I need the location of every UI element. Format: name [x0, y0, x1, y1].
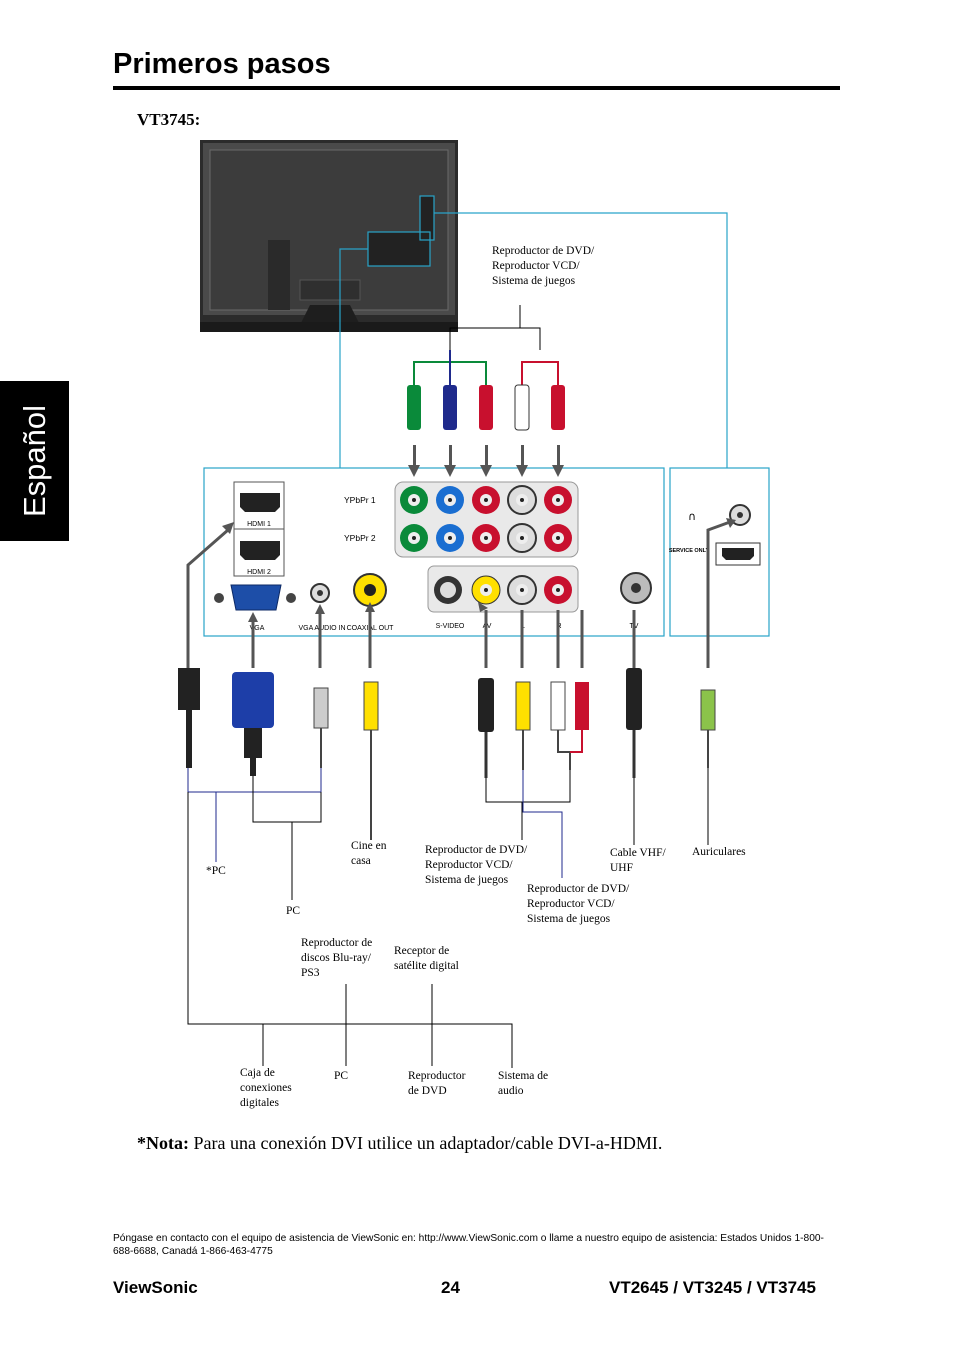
callout-line: Sistema de juegos	[425, 874, 509, 886]
side-panel-ports: ∩	[688, 504, 761, 566]
callout-line: discos Blu-ray/	[301, 952, 371, 964]
title-rule	[113, 86, 840, 90]
callout-auriculares: Auriculares	[692, 846, 746, 858]
callout-line: Reproductor VCD/	[492, 260, 580, 272]
language-side-tab: Español	[0, 381, 69, 541]
connection-diagram: HDMI 1 HDMI 2 VGA VGA AUDIO IN COAXIAL O…	[178, 140, 770, 1068]
callout-pc-bottom: PC	[334, 1070, 349, 1082]
callout-cable: Cable VHF/ UHF	[610, 846, 666, 876]
bottom-connectors	[178, 518, 736, 840]
model-label: VT3745:	[137, 110, 201, 129]
callout-pc: PC	[286, 905, 301, 917]
callout-audio: Sistema de audio	[498, 1069, 548, 1099]
callout-dvd-bottom: Reproductor de DVD	[408, 1069, 465, 1099]
callout-line: Sistema de juegos	[492, 275, 576, 287]
callout-line: satélite digital	[394, 960, 459, 972]
callout-dvd-top: Reproductor de DVD/ Reproductor VCD/ Sis…	[492, 244, 594, 289]
callout-line: Sistema de	[498, 1070, 549, 1082]
svg-text:∩: ∩	[688, 510, 696, 523]
callout-pc-star: *PC	[206, 865, 226, 877]
support-contact: Póngase en contacto con el equipo de asi…	[113, 1233, 824, 1257]
top-arrows	[408, 445, 564, 477]
hdmi-ports	[233, 481, 285, 577]
page-title: Primeros pasos	[113, 48, 331, 80]
side-input-panel	[669, 467, 770, 637]
callout-dvd-low: Reproductor de DVD/ Reproductor VCD/ Sis…	[527, 882, 629, 927]
vga-port	[214, 583, 330, 611]
footer-brand: ViewSonic	[113, 1278, 198, 1297]
coaxial-out-port	[353, 573, 387, 607]
callout-dvd-mid: Reproductor de DVD/ Reproductor VCD/ Sis…	[425, 843, 527, 888]
callout-line: Reproductor de DVD/	[492, 245, 595, 257]
callout-caja: Caja de conexiones digitales	[240, 1066, 292, 1111]
hdmi2-label: HDMI 2	[247, 569, 271, 576]
vga-audio-label: VGA AUDIO IN	[298, 625, 345, 632]
callout-line: Reproductor	[408, 1070, 466, 1082]
svideo-label: S-VIDEO	[436, 623, 465, 630]
hdmi1-label: HDMI 1	[247, 521, 271, 528]
note-text: Para una conexión DVI utilice un adaptad…	[189, 1133, 663, 1153]
callout-line: conexiones	[240, 1082, 292, 1094]
callout-line: Cine en	[351, 840, 387, 852]
callout-line: Reproductor de	[301, 937, 373, 949]
callout-satellite: Receptor de satélite digital	[394, 944, 459, 974]
callout-line: digitales	[240, 1097, 279, 1109]
component-cables	[407, 305, 565, 431]
callout-line: Reproductor de DVD/	[425, 844, 528, 856]
ypbpr1-label: YPbPr 1	[344, 495, 376, 505]
footer-page-number: 24	[441, 1278, 460, 1297]
callout-line: Reproductor VCD/	[527, 898, 615, 910]
callout-cine: Cine en casa	[351, 839, 386, 869]
av-jacks	[427, 565, 652, 613]
callout-line: UHF	[610, 862, 634, 874]
bracket-lines	[187, 768, 709, 1068]
callout-line: casa	[351, 855, 371, 867]
callout-line: Caja de	[240, 1067, 275, 1079]
tv-rear-illustration	[200, 140, 458, 332]
callout-line: PS3	[301, 967, 320, 979]
leader-lines	[339, 195, 728, 468]
callout-line: de DVD	[408, 1085, 447, 1097]
ypbpr-jacks	[394, 481, 579, 558]
note-bold: *Nota:	[137, 1133, 189, 1153]
callout-line: Reproductor VCD/	[425, 859, 513, 871]
ypbpr2-label: YPbPr 2	[344, 533, 376, 543]
footer-models: VT2645 / VT3245 / VT3745	[609, 1278, 816, 1297]
callout-line: Reproductor de DVD/	[527, 883, 630, 895]
callout-line: Receptor de	[394, 945, 450, 957]
callout-bluray: Reproductor de discos Blu-ray/ PS3	[301, 936, 372, 981]
vga-label: VGA	[250, 625, 265, 632]
callout-line: Cable VHF/	[610, 847, 666, 859]
service-label: SERVICE ONLY	[669, 548, 710, 554]
dvi-note: *Nota: Para una conexión DVI utilice un …	[137, 1133, 662, 1154]
callout-line: audio	[498, 1085, 524, 1097]
callout-line: Sistema de juegos	[527, 913, 611, 925]
